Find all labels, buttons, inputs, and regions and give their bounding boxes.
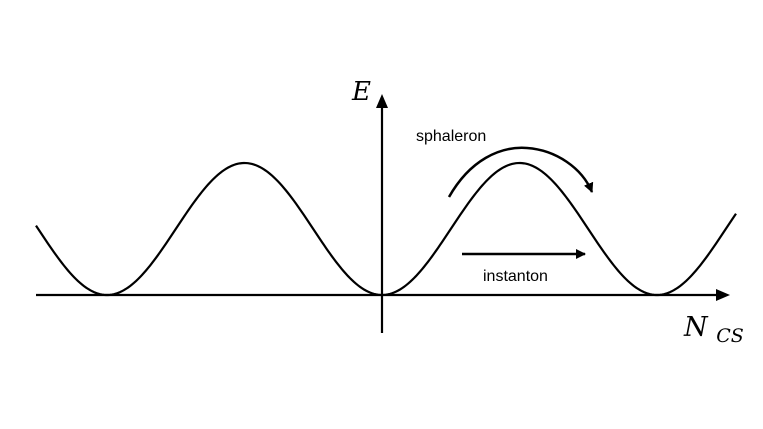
chern-simons-axis-label: N CS — [683, 312, 744, 347]
sphaleron-label: sphaleron — [416, 128, 486, 145]
sphaleron-arrow — [447, 146, 594, 198]
instanton-label: instanton — [483, 268, 548, 285]
x-axis-arrowhead — [716, 289, 730, 301]
chern-simons-axis-label-subscript: CS — [716, 325, 744, 347]
energy-axis-label: E — [351, 77, 371, 107]
y-axis-arrowhead — [376, 94, 388, 108]
chern-simons-axis-label-main: N — [683, 312, 709, 343]
potential-curve — [35, 161, 737, 297]
